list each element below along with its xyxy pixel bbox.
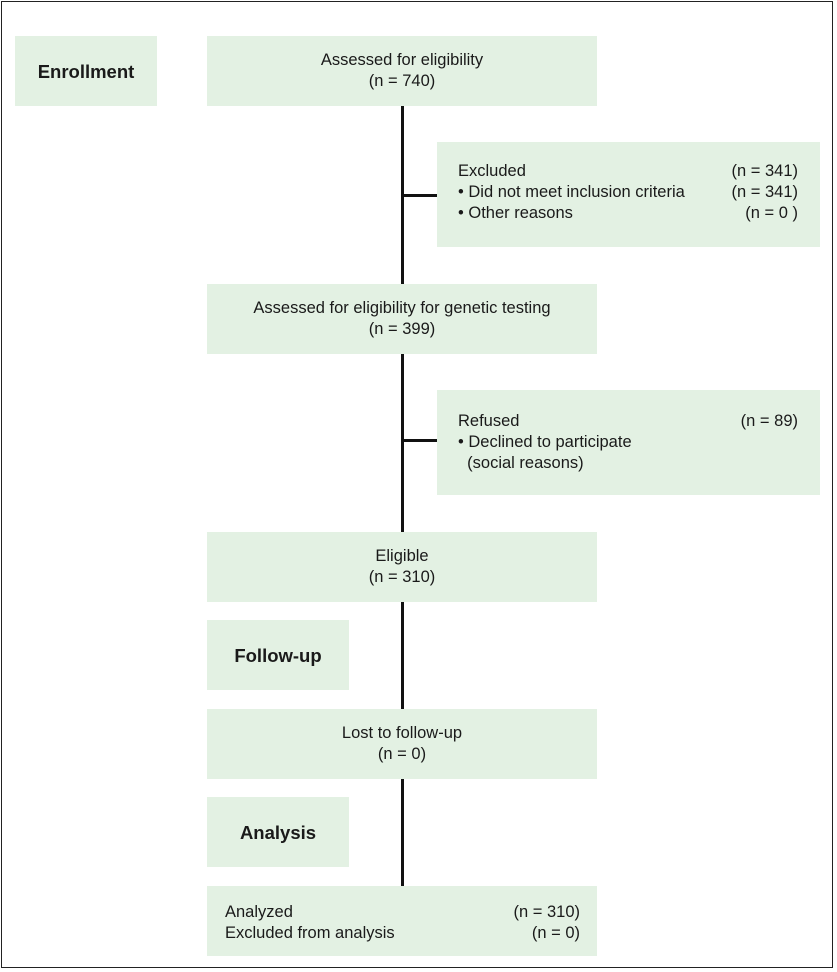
excluded-row: • Other reasons (n = 0 ) xyxy=(458,203,798,224)
analyzed-row: Excluded from analysis (n = 0) xyxy=(225,923,580,944)
genetic-testing-title: Assessed for eligibility for genetic tes… xyxy=(253,299,551,317)
genetic-testing-count: (n = 399) xyxy=(368,320,436,338)
excluded-count: (n = 0 ) xyxy=(745,204,798,222)
excluded-count: (n = 341) xyxy=(731,183,799,201)
analyzed-label: Excluded from analysis xyxy=(225,924,395,942)
refused-row: Refused (n = 89) xyxy=(458,411,798,432)
eligible-title: Eligible xyxy=(375,547,429,565)
eligible-box: Eligible (n = 310) xyxy=(207,532,597,602)
analyzed-count: (n = 310) xyxy=(513,903,581,921)
connector-main-3 xyxy=(401,602,404,709)
connector-main-4 xyxy=(401,779,404,886)
refused-label: (social reasons) xyxy=(458,454,584,472)
eligible-count: (n = 310) xyxy=(368,568,436,586)
excluded-label: • Other reasons xyxy=(458,204,573,222)
stage-follow-up: Follow-up xyxy=(207,620,349,690)
excluded-count: (n = 341) xyxy=(731,162,799,180)
analyzed-row: Analyzed (n = 310) xyxy=(225,902,580,923)
excluded-label: • Did not meet inclusion criteria xyxy=(458,183,685,201)
connector-branch-refused xyxy=(401,439,437,442)
analyzed-label: Analyzed xyxy=(225,903,293,921)
refused-row: (social reasons) xyxy=(458,453,798,474)
stage-analysis-label: Analysis xyxy=(239,821,317,843)
analyzed-box: Analyzed (n = 310) Excluded from analysi… xyxy=(207,886,597,956)
connector-main-2 xyxy=(401,354,404,532)
genetic-testing-box: Assessed for eligibility for genetic tes… xyxy=(207,284,597,354)
assessed-count: (n = 740) xyxy=(368,72,436,90)
refused-label: • Declined to participate xyxy=(458,433,632,451)
analyzed-count: (n = 0) xyxy=(531,924,580,942)
assessed-title: Assessed for eligibility xyxy=(320,51,484,69)
assessed-box: Assessed for eligibility (n = 740) xyxy=(207,36,597,106)
stage-enrollment-label: Enrollment xyxy=(37,60,135,82)
lost-to-follow-up-title: Lost to follow-up xyxy=(341,724,463,742)
refused-row: • Declined to participate xyxy=(458,432,798,453)
stage-analysis: Analysis xyxy=(207,797,349,867)
lost-to-follow-up-box: Lost to follow-up (n = 0) xyxy=(207,709,597,779)
excluded-row: • Did not meet inclusion criteria (n = 3… xyxy=(458,182,798,203)
excluded-row: Excluded (n = 341) xyxy=(458,161,798,182)
refused-count: (n = 89) xyxy=(740,412,798,430)
refused-label: Refused xyxy=(458,412,520,430)
refused-box: Refused (n = 89) • Declined to participa… xyxy=(437,390,820,495)
lost-to-follow-up-count: (n = 0) xyxy=(377,745,427,763)
stage-follow-up-label: Follow-up xyxy=(234,644,322,666)
excluded-label: Excluded xyxy=(458,162,526,180)
stage-enrollment: Enrollment xyxy=(15,36,157,106)
connector-branch-excluded xyxy=(401,194,437,197)
excluded-box: Excluded (n = 341) • Did not meet inclus… xyxy=(437,142,820,247)
